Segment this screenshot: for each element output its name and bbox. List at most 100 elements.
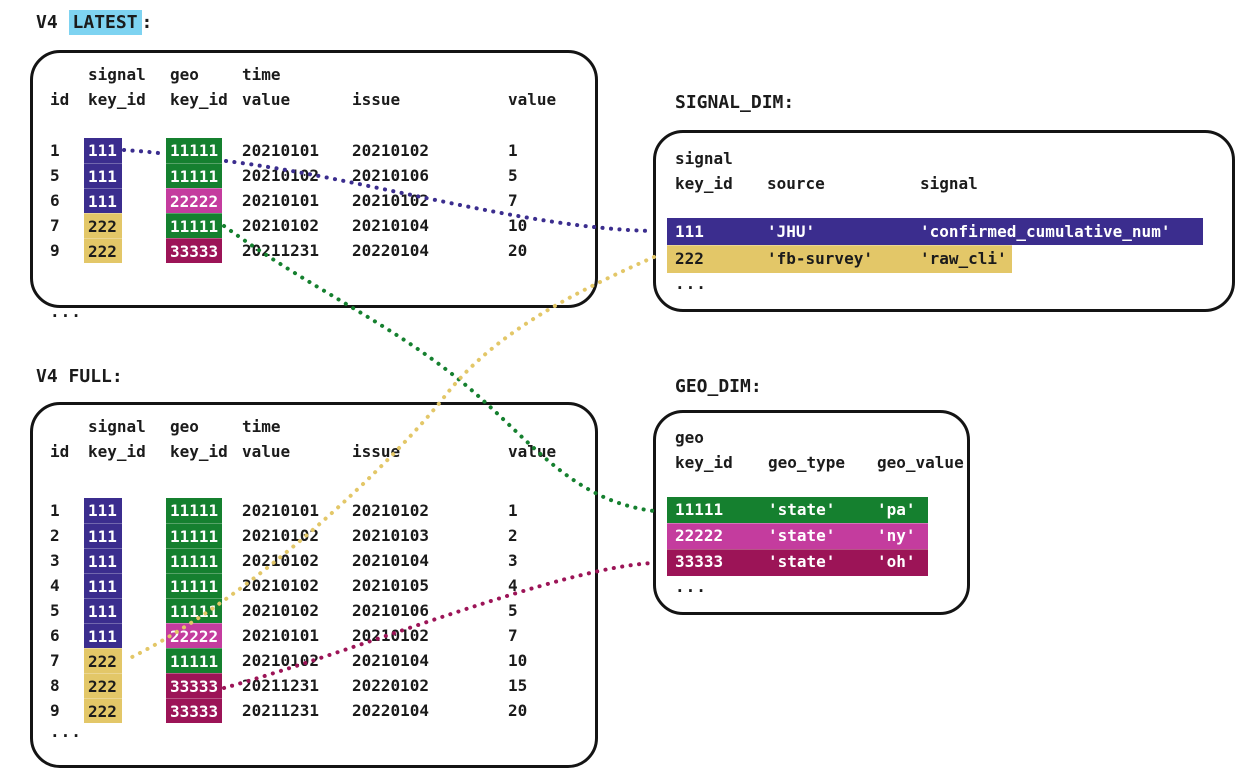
cell-geo_value: 'ny': [877, 526, 916, 545]
header-row: signal: [667, 145, 1227, 172]
cell-issue: 20220102: [352, 676, 430, 695]
geo-key-badge: 11111: [166, 548, 222, 573]
cell-key_id: 33333: [675, 552, 724, 571]
column-header: [508, 414, 568, 439]
geo-key-badge: 33333: [166, 698, 222, 723]
column-header: key_id: [170, 90, 228, 109]
signal-key-badge: 222: [84, 648, 122, 673]
cell-id: 7: [50, 651, 60, 670]
cell-geo-key-id: 22222: [166, 188, 242, 213]
cell-issue: 20220104: [352, 241, 430, 260]
cell-id: 1: [50, 141, 60, 160]
row-highlight: [667, 549, 928, 576]
cell-geo_type: 'state': [768, 526, 836, 545]
table-row: 22222'state''ny': [667, 523, 957, 550]
cell-issue: 20210102: [352, 141, 430, 160]
geo-key-badge: 22222: [166, 623, 222, 648]
column-header: [46, 414, 84, 439]
cell-issue: 20210104: [352, 551, 430, 570]
cell-value: 1: [508, 141, 518, 160]
signal-key-badge: 111: [84, 523, 122, 548]
v4-full-title: V4 FULL:: [36, 366, 123, 387]
cell-issue: 20210106: [352, 166, 430, 185]
cell-geo-key-id: 11111: [166, 163, 242, 188]
column-header: geo_value: [877, 453, 964, 472]
cell-value: 15: [508, 676, 528, 695]
cell-key_id: 111: [675, 222, 704, 241]
signal-key-badge: 111: [84, 548, 122, 573]
table-row: 11111'state''pa': [667, 497, 957, 523]
cell-source: 'JHU': [767, 222, 816, 241]
cell-issue: 20210102: [352, 191, 430, 210]
cell-geo_value: 'pa': [877, 500, 916, 519]
geo-key-badge: 11111: [166, 523, 222, 548]
cell-value: 3: [508, 551, 518, 570]
column-header: geo_type: [768, 453, 846, 472]
geo-key-badge: 11111: [166, 213, 222, 238]
table-row: 222'fb-survey''raw_cli': [667, 245, 1227, 273]
column-header: signal: [88, 417, 146, 436]
cell-value: 20: [508, 701, 528, 720]
cell-signal-key-id: 111: [84, 163, 166, 188]
geo-key-badge: 33333: [166, 238, 222, 263]
column-header: [46, 62, 84, 87]
cell-time-value: 20211231: [242, 676, 320, 695]
column-header: issue: [352, 90, 401, 109]
ellipsis: ...: [50, 302, 82, 321]
cell-id: 3: [50, 551, 60, 570]
cell-geo-key-id: 11111: [166, 598, 242, 623]
cell-id: 8: [50, 676, 60, 695]
geo-dim-title: GEO_DIM:: [675, 376, 762, 397]
cell-issue: 20210103: [352, 526, 430, 545]
cell-value: 10: [508, 651, 528, 670]
column-header: value: [508, 90, 557, 109]
cell-geo-key-id: 11111: [166, 213, 242, 238]
cell-issue: 20210102: [352, 501, 430, 520]
cell-id: 5: [50, 166, 60, 185]
cell-time-value: 20210101: [242, 501, 320, 520]
cell-geo-key-id: 33333: [166, 673, 242, 698]
cell-issue: 20210102: [352, 626, 430, 645]
cell-geo-key-id: 22222: [166, 623, 242, 648]
column-header: geo: [170, 65, 199, 84]
cell-signal-key-id: 222: [84, 648, 166, 673]
cell-time-value: 20210102: [242, 216, 320, 235]
cell-value: 7: [508, 191, 518, 210]
geo-key-badge: 11111: [166, 598, 222, 623]
column-header: time: [242, 65, 281, 84]
cell-id: 1: [50, 501, 60, 520]
signal-dim-box: [653, 130, 1235, 312]
cell-time-value: 20210102: [242, 576, 320, 595]
column-header: [352, 62, 508, 87]
v4-latest-title: V4 LATEST:: [36, 10, 153, 35]
table-row: 111'JHU''confirmed_cumulative_num': [667, 218, 1227, 245]
column-header: signal: [88, 65, 146, 84]
title-prefix: V4: [36, 12, 69, 33]
cell-value: 7: [508, 626, 518, 645]
cell-geo-key-id: 11111: [166, 648, 242, 673]
cell-geo-key-id: 11111: [166, 523, 242, 548]
column-header: issue: [352, 442, 401, 461]
cell-issue: 20210105: [352, 576, 430, 595]
title-colon: :: [141, 12, 153, 33]
ellipsis: ...: [50, 722, 82, 741]
cell-signal-key-id: 111: [84, 623, 166, 648]
cell-time-value: 20210102: [242, 551, 320, 570]
cell-time-value: 20210102: [242, 651, 320, 670]
cell-time-value: 20210102: [242, 166, 320, 185]
geo-key-badge: 11111: [166, 138, 222, 163]
